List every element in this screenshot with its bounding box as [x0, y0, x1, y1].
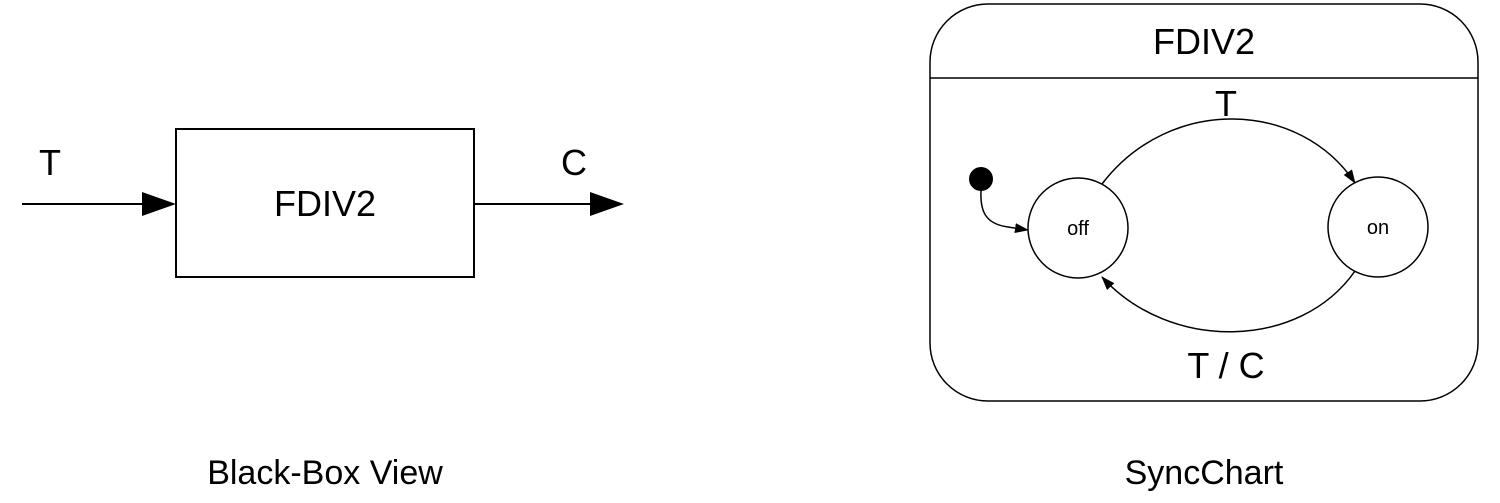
- macrostate-title: FDIV2: [1153, 21, 1255, 62]
- transition-off-to-on-label: T: [1215, 83, 1237, 124]
- black-box-caption: Black-Box View: [207, 454, 443, 492]
- syncchart-caption: SyncChart: [1125, 454, 1284, 492]
- input-arrow-head: [142, 192, 176, 216]
- state-on: [1327, 176, 1429, 278]
- module-name-label: FDIV2: [274, 183, 376, 224]
- black-box-view: T FDIV2 C Black-Box View: [22, 128, 624, 492]
- initial-transition: [980, 190, 1029, 234]
- state-off-label: off: [1067, 218, 1089, 240]
- state-on-label: on: [1367, 217, 1389, 239]
- output-arrow-head: [590, 192, 624, 216]
- state-off: [1027, 177, 1129, 279]
- transition-on-to-off: [1101, 270, 1356, 333]
- input-signal-label: T: [39, 142, 61, 183]
- output-signal-label: C: [561, 142, 587, 183]
- transition-on-to-off-label: T / C: [1187, 345, 1264, 386]
- macrostate-box: [929, 3, 1479, 402]
- transition-off-to-on: [1101, 118, 1356, 185]
- syncchart-view: FDIV2 off on T T / C SyncChart: [929, 3, 1479, 492]
- initial-state-dot: [969, 167, 993, 191]
